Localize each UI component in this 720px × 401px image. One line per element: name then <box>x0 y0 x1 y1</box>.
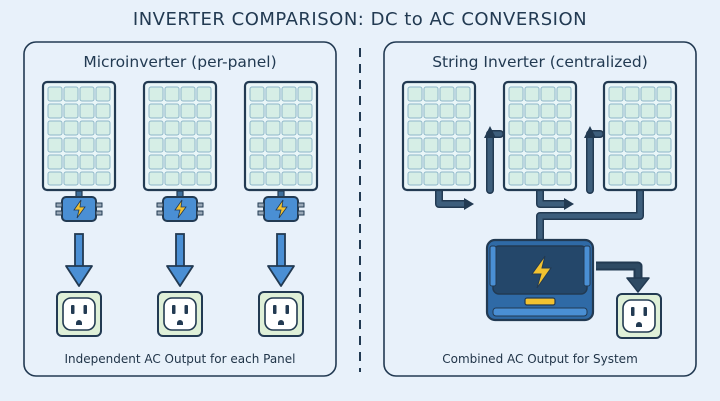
output-arrow-icon <box>596 261 650 293</box>
microinverter-heading: Microinverter (per-panel) <box>83 53 276 71</box>
cable-arrow-icon-3 <box>564 198 574 210</box>
solar-panel-1 <box>41 80 117 192</box>
ac-outlet-icon-4 <box>616 293 662 339</box>
diagram-title: INVERTER COMPARISON: DC to AC CONVERSION <box>133 9 587 30</box>
cable-arrow-icon-2 <box>484 126 496 138</box>
solar-panel-5 <box>502 80 578 192</box>
cable-arrow-icon-1 <box>464 198 474 210</box>
microinverter-caption: Independent AC Output for each Panel <box>64 352 295 366</box>
string-inverter-caption: Combined AC Output for System <box>442 352 638 366</box>
solar-panel-3 <box>243 80 319 192</box>
string-inverter-icon <box>485 238 595 322</box>
string-inverter-heading: String Inverter (centralized) <box>432 53 648 71</box>
ac-outlet-icon-3 <box>258 291 304 337</box>
cable-arrow-icon-4 <box>584 126 596 138</box>
ac-outlet-icon-1 <box>56 291 102 337</box>
string-inverter-panel: String Inverter (centralized) <box>383 41 697 377</box>
solar-panel-4 <box>401 80 477 192</box>
microinverter-panel: Microinverter (per-panel) Independent AC… <box>23 41 337 377</box>
solar-panel-2 <box>142 80 218 192</box>
solar-panel-6 <box>602 80 678 192</box>
ac-outlet-icon-2 <box>157 291 203 337</box>
